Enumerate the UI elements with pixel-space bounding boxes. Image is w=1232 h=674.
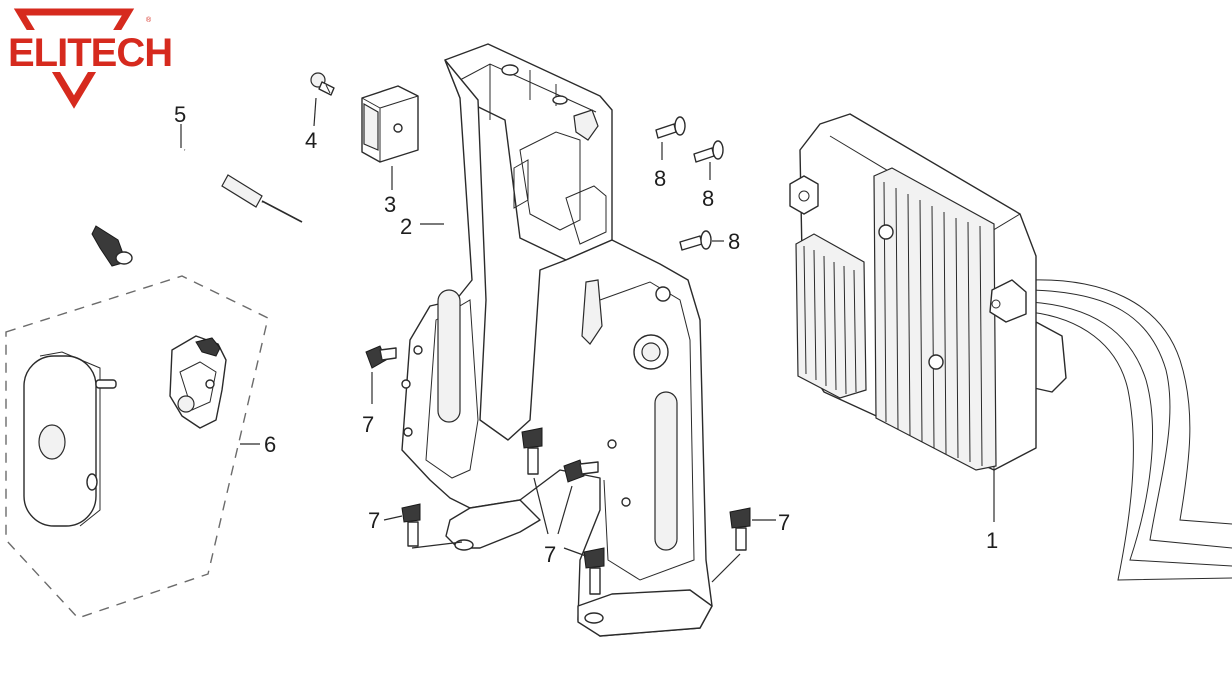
callout-7a: 7: [362, 412, 374, 437]
callout-6: 6: [264, 432, 276, 457]
logo-text: ELITECH: [8, 31, 172, 75]
part-7-bolt-c: [521, 427, 543, 475]
callout-8a: 8: [654, 166, 666, 191]
part-1-heat-sink-right: [873, 167, 997, 471]
callout-4: 4: [305, 128, 317, 153]
part-3-mount-block: [361, 85, 419, 163]
callout-1: 1: [986, 528, 998, 553]
part-2-mounting-bracket: [401, 43, 713, 637]
callout-7b: 7: [368, 508, 380, 533]
part-6-key-switch-plate: [23, 351, 117, 527]
callout-3: 3: [384, 192, 396, 217]
part-5-sensor-cable: [81, 141, 303, 267]
part-8-screw-c: [679, 230, 712, 251]
part-6-kit-outline: [5, 275, 269, 619]
part-1-heat-sink-left: [795, 233, 867, 399]
elitech-logo: ELITECH ®: [6, 8, 173, 109]
leader-4: [313, 97, 317, 127]
part-8-screw-b: [693, 140, 724, 163]
part-7-bolt-f: [729, 507, 751, 551]
callout-7d: 7: [778, 510, 790, 535]
callout-5: 5: [174, 102, 186, 127]
callout-2: 2: [400, 214, 412, 239]
leader-7b: [383, 515, 403, 521]
part-8-screw-a: [655, 116, 686, 139]
part-7-bolt-d: [563, 459, 599, 483]
part-7-bolt-e: [583, 547, 605, 595]
callout-8b: 8: [702, 186, 714, 211]
part-7-bolt-b: [401, 503, 421, 547]
callout-7c: 7: [544, 542, 556, 567]
part-6-switch-body: [169, 335, 227, 429]
part-1-control-module: [789, 113, 1232, 581]
logo-trademark: ®: [146, 16, 152, 24]
part-4-screw: [310, 72, 335, 96]
part-7-bolt-a: [365, 345, 397, 369]
callout-8c: 8: [728, 229, 740, 254]
